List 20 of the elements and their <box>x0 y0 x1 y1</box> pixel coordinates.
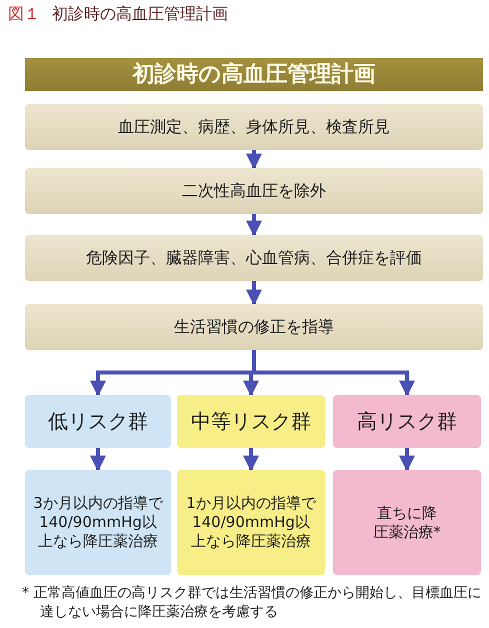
treatment-box: 3か月以内の指導で140/90mmHg以上なら降圧薬治療 <box>25 470 171 575</box>
risk-group-box: 高リスク群 <box>333 395 481 448</box>
figure-title: 初診時の高血圧管理計画 <box>52 4 228 25</box>
arrow <box>399 448 415 472</box>
arrow <box>90 448 106 472</box>
process-box: 危険因子、臓器障害、心血管病、合併症を評価 <box>25 235 483 281</box>
risk-group-box: 中等リスク群 <box>177 395 325 448</box>
treatment-box: 直ちに降圧薬治療* <box>333 470 481 575</box>
arrow <box>246 281 262 306</box>
process-box: 血圧測定、病歴、身体所見、検査所見 <box>25 104 483 150</box>
arrow <box>243 448 259 472</box>
arrow <box>246 214 262 237</box>
treatment-box: 1か月以内の指導で140/90mmHg以上なら降圧薬治療 <box>177 470 325 575</box>
title-banner: 初診時の高血圧管理計画 <box>25 58 483 91</box>
process-box: 二次性高血圧を除外 <box>25 168 483 214</box>
footnote: * 正常高値血圧の高リスク群では生活習慣の修正から開始し、目標血圧に達しない場合に降圧薬治療を考慮する <box>22 584 482 622</box>
figure-number: 図１ <box>8 4 40 25</box>
arrow <box>246 150 262 170</box>
process-box: 生活習慣の修正を指導 <box>25 304 483 350</box>
risk-group-box: 低リスク群 <box>25 395 171 448</box>
